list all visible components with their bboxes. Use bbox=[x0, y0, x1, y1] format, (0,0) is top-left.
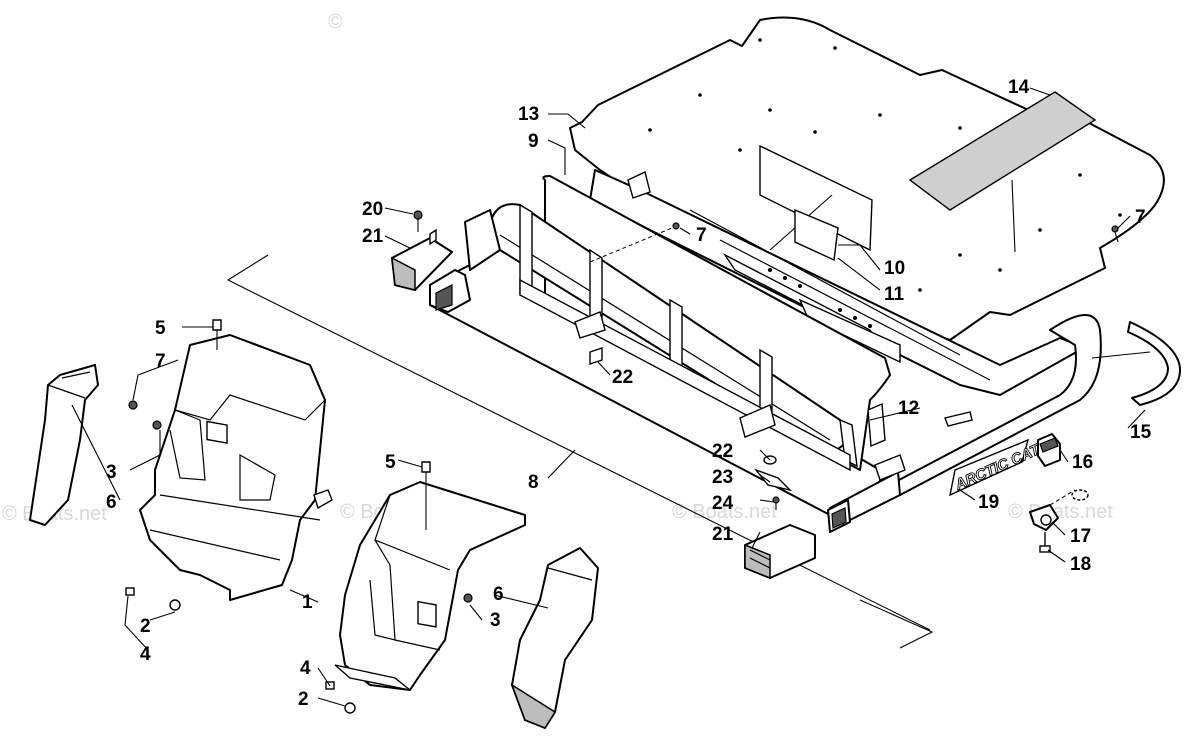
callout-22-left: 22 bbox=[612, 367, 633, 388]
callout-5-left: 5 bbox=[155, 318, 166, 339]
callout-9: 9 bbox=[528, 131, 539, 152]
floor-outline-8 bbox=[226, 254, 934, 649]
callout-24: 24 bbox=[712, 493, 734, 514]
callout-14: 14 bbox=[1008, 77, 1030, 98]
callout-10: 10 bbox=[884, 258, 905, 279]
bracket-17-bolt-18 bbox=[1029, 489, 1089, 553]
callout-12: 12 bbox=[898, 398, 919, 419]
bumper-cap-21-front bbox=[744, 524, 816, 580]
callout-5-right: 5 bbox=[385, 452, 396, 473]
callout-6-right: 6 bbox=[493, 584, 504, 605]
decal-12 bbox=[867, 402, 973, 448]
callout-4-right: 4 bbox=[300, 658, 311, 679]
callout-7-center: 7 bbox=[696, 225, 707, 246]
watermark-right: © Boats.net bbox=[1008, 501, 1113, 523]
callout-3-right: 3 bbox=[490, 610, 501, 631]
callout-1: 1 bbox=[302, 592, 313, 613]
watermark-top-fragment: © bbox=[328, 11, 343, 33]
callout-21-rear: 21 bbox=[362, 226, 384, 247]
callout-3-left: 3 bbox=[106, 462, 117, 483]
callout-15: 15 bbox=[1130, 422, 1152, 443]
callout-7-right: 7 bbox=[1135, 207, 1146, 228]
callout-2-right: 2 bbox=[298, 689, 309, 710]
callout-4-left: 4 bbox=[140, 644, 151, 665]
mud-flap-6-right bbox=[510, 547, 599, 729]
cargo-rack-frame bbox=[429, 169, 1102, 533]
callout-7-left: 7 bbox=[155, 351, 166, 372]
mud-flap-6-left bbox=[29, 364, 99, 526]
callout-6-left: 6 bbox=[106, 492, 117, 513]
callout-19: 19 bbox=[978, 492, 999, 513]
callout-20: 20 bbox=[362, 199, 383, 220]
fender-1-right bbox=[334, 461, 526, 691]
callout-22-right: 22 bbox=[712, 441, 733, 462]
callout-21-front: 21 bbox=[712, 524, 734, 545]
callout-2-left: 2 bbox=[140, 616, 151, 637]
plate-11 bbox=[794, 208, 839, 262]
bumper-cap-21-rear bbox=[391, 210, 453, 291]
callout-11: 11 bbox=[884, 284, 905, 305]
callout-23: 23 bbox=[712, 467, 733, 488]
callout-18: 18 bbox=[1070, 554, 1091, 575]
leader-lines bbox=[71, 139, 1146, 707]
clamp-16 bbox=[1037, 433, 1061, 467]
decal-14 bbox=[908, 87, 1097, 253]
fender-1-left bbox=[139, 319, 333, 601]
callout-17: 17 bbox=[1070, 526, 1091, 547]
callout-13: 13 bbox=[518, 104, 539, 125]
watermark-center-right: © Boats.net bbox=[672, 501, 777, 523]
curved-trim-15 bbox=[1091, 321, 1181, 406]
callout-numbers: 1 2 2 3 3 4 4 5 5 6 6 7 7 7 8 9 10 11 12… bbox=[106, 77, 1152, 710]
callout-16: 16 bbox=[1072, 452, 1093, 473]
callout-8: 8 bbox=[528, 472, 539, 493]
